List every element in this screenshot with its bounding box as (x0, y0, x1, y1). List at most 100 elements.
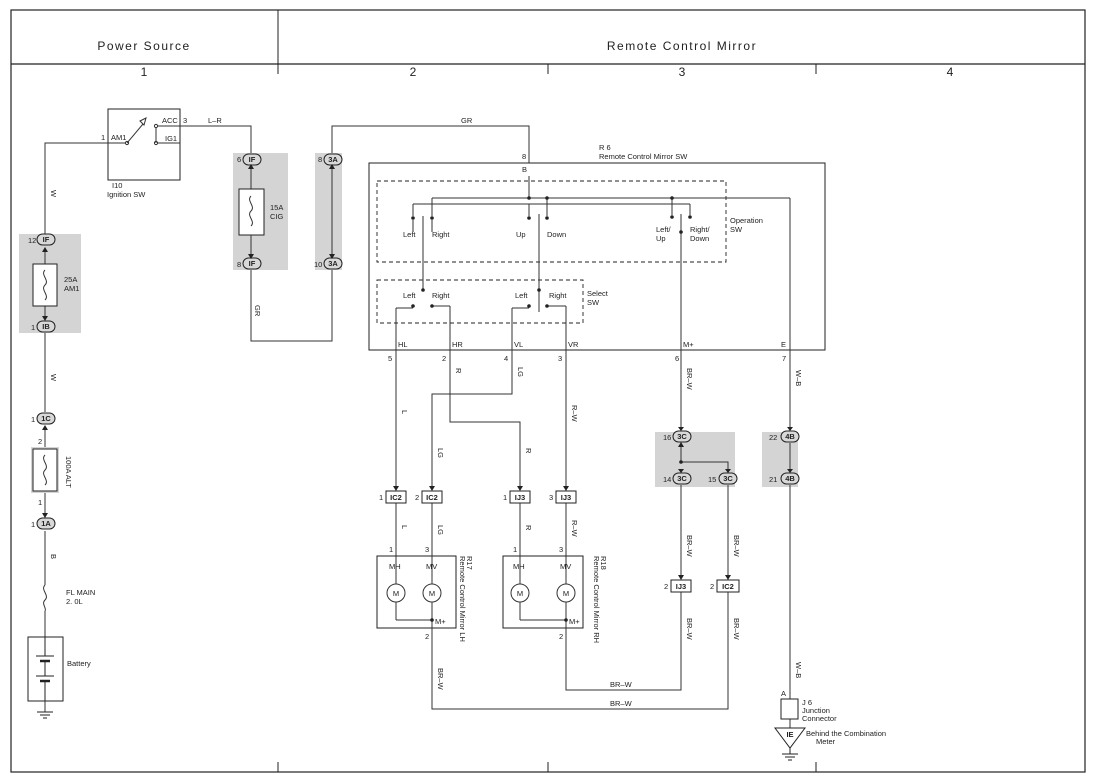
column-1: 1 (141, 65, 148, 79)
wire-lg-1: LG (516, 367, 525, 377)
wire-gr-vertical: GR (253, 305, 262, 317)
sel-left-1: Left (403, 291, 416, 300)
operation-switch-contacts (411, 196, 692, 308)
svg-text:22: 22 (769, 433, 777, 442)
wire-lg-3: LG (436, 525, 445, 535)
svg-text:15: 15 (708, 475, 716, 484)
term-mplus: M+ (683, 340, 694, 349)
wire-r-1: R (454, 368, 463, 374)
wire-brw-5: BR–W (732, 618, 741, 641)
op-left: Left (403, 230, 416, 239)
mirror-rh-mplus: M+ (569, 617, 580, 626)
ignition-switch-contacts (108, 117, 180, 146)
wire-b-1: B (49, 554, 58, 559)
term-vr-pin: 3 (558, 354, 562, 363)
column-2: 2 (410, 65, 417, 79)
mirror-lh-mplus: M+ (435, 617, 446, 626)
svg-text:1: 1 (503, 493, 507, 502)
operation-switch-wiring (395, 176, 791, 350)
wire-l-1: L (400, 410, 409, 414)
op-up: Up (516, 230, 526, 239)
ground-ie-triangle (774, 727, 806, 749)
svg-text:1: 1 (379, 493, 383, 502)
svg-text:4B: 4B (785, 432, 795, 441)
mirror-lh-name: Remote Control Mirror LH (458, 556, 467, 642)
op-down: Down (547, 230, 566, 239)
junction-line1: Junction (802, 706, 830, 715)
connector-4b-22: 22 4B (769, 430, 800, 443)
fuse-alt-element (43, 454, 47, 486)
connector-3c-15: 15 3C (708, 472, 738, 485)
svg-text:4B: 4B (785, 474, 795, 483)
mirror-switch-id: R 6 (599, 143, 611, 152)
fuse-am1-rating: 25A (64, 275, 77, 284)
fuse-am1-element (43, 269, 47, 301)
mirror-rh-mh: MH (513, 562, 525, 571)
ground-ie-line2: Meter (816, 737, 836, 746)
svg-text:3C: 3C (677, 432, 687, 441)
svg-text:21: 21 (769, 475, 777, 484)
svg-text:2: 2 (425, 632, 429, 641)
svg-text:IJ3: IJ3 (561, 493, 571, 502)
term-hr: HR (452, 340, 463, 349)
svg-text:3C: 3C (677, 474, 687, 483)
wire-brw-1: BR–W (685, 368, 694, 391)
ground-ie-line1: Behind the Combination (806, 729, 886, 738)
svg-text:3A: 3A (328, 155, 338, 164)
connector-ij3-3: 3 IJ3 (549, 490, 577, 504)
svg-text:1: 1 (31, 415, 35, 424)
mirror-lh-motor-h: M (393, 589, 399, 598)
term-mplus-pin: 6 (675, 354, 679, 363)
fuse-am1-name: AM1 (64, 284, 79, 293)
op-rightdown-1: Right/ (690, 225, 711, 234)
mirror-switch-box (368, 162, 826, 351)
wire-gr: GR (461, 116, 473, 125)
mirror-lh-motor-v: M (429, 589, 435, 598)
wire-w-1: W (49, 190, 58, 198)
ignition-pin-am1: 1 (101, 133, 105, 142)
svg-text:6: 6 (237, 155, 241, 164)
svg-text:14: 14 (663, 475, 671, 484)
svg-text:3A: 3A (328, 259, 338, 268)
svg-text:3: 3 (425, 545, 429, 554)
svg-text:IC2: IC2 (426, 493, 438, 502)
fl-main-line1: FL MAIN (66, 588, 95, 597)
op-leftup-2: Up (656, 234, 666, 243)
wire-r-3: R (524, 525, 533, 531)
svg-text:1: 1 (513, 545, 517, 554)
wire-lr: L–R (208, 116, 222, 125)
mirror-switch-pin-8: 8 (522, 152, 526, 161)
ground-ie-icon (782, 748, 798, 761)
term-e-pin: 7 (782, 354, 786, 363)
sel-left-2: Left (515, 291, 528, 300)
connector-ic2-b2: 2 IC2 (710, 579, 740, 593)
mirror-rh-motors (510, 556, 576, 628)
mirror-rh-id: R18 (599, 556, 608, 570)
ignition-am1-label: AM1 (111, 133, 126, 142)
wire-brw-4: BR–W (685, 618, 694, 641)
connector-ij3-2: 2 IJ3 (664, 579, 692, 593)
wire-r-2: R (524, 448, 533, 454)
svg-text:IC2: IC2 (722, 582, 734, 591)
ground-ie-code: IE (786, 730, 793, 739)
battery-symbol (36, 637, 54, 701)
op-rightdown-2: Down (690, 234, 709, 243)
wire-rw-2: R–W (570, 520, 579, 538)
op-leftup-1: Left/ (656, 225, 672, 234)
svg-text:8: 8 (318, 155, 322, 164)
mirror-switch-b: B (522, 165, 527, 174)
term-vl-pin: 4 (504, 354, 508, 363)
svg-text:IF: IF (249, 155, 256, 164)
ignition-name: Ignition SW (107, 190, 146, 199)
ignition-ig1-label: IG1 (165, 134, 177, 143)
term-vl: VL (514, 340, 523, 349)
svg-text:2: 2 (664, 582, 668, 591)
svg-text:IC2: IC2 (390, 493, 402, 502)
junction-connector-box (780, 698, 799, 720)
mirror-rh-motor-v: M (563, 589, 569, 598)
svg-text:IJ3: IJ3 (515, 493, 525, 502)
alt-pin-1: 1 (38, 498, 42, 507)
splice-point (679, 460, 683, 464)
connector-3c-16: 16 3C (663, 430, 692, 443)
